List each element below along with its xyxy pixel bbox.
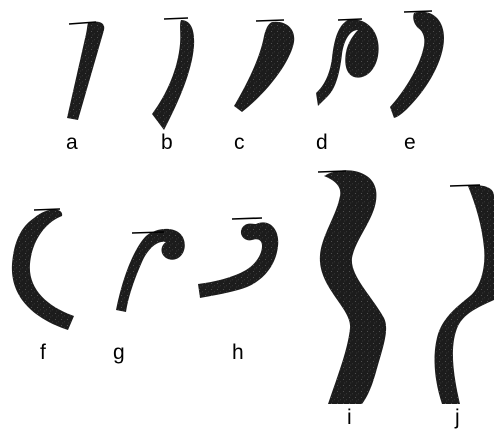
shape-j-body (435, 185, 494, 404)
shape-b-cap-line (164, 18, 188, 19)
shape-h: h (198, 218, 278, 364)
shape-i-body (320, 170, 386, 404)
shape-b-body (152, 20, 194, 130)
label-e: e (404, 131, 416, 154)
label-a: a (66, 131, 78, 154)
label-f: f (40, 341, 46, 364)
label-g: g (113, 341, 125, 364)
shape-d-body (316, 19, 379, 106)
shape-e: e (390, 11, 444, 154)
shape-b: b (152, 18, 194, 154)
shape-d-cap-line (338, 19, 362, 20)
shape-i-cap-line (318, 171, 346, 172)
shape-h-cap-line (232, 218, 262, 219)
shape-a: a (66, 22, 104, 154)
shape-c-body (234, 22, 294, 112)
label-b: b (161, 131, 173, 154)
shape-e-cap-line (404, 11, 432, 12)
label-j: j (454, 406, 460, 429)
shape-d: d (316, 19, 379, 154)
shape-g-cap-line (132, 232, 164, 233)
shape-c: c (234, 20, 294, 154)
shape-f-body (12, 210, 74, 331)
shape-j: j (435, 185, 494, 429)
shape-f-cap-line (34, 209, 60, 210)
shape-h-body (198, 222, 278, 298)
shape-e-body (390, 12, 444, 118)
shape-i: i (318, 170, 386, 429)
label-i: i (347, 406, 352, 429)
label-c: c (234, 131, 245, 154)
label-d: d (316, 131, 328, 154)
shape-g: g (113, 229, 185, 364)
shape-j-cap-line (450, 185, 480, 186)
shape-g-body (116, 229, 185, 312)
label-h: h (232, 341, 244, 364)
shape-a-body (67, 22, 104, 120)
shape-c-cap-line (256, 20, 284, 21)
shape-f: f (12, 209, 74, 364)
